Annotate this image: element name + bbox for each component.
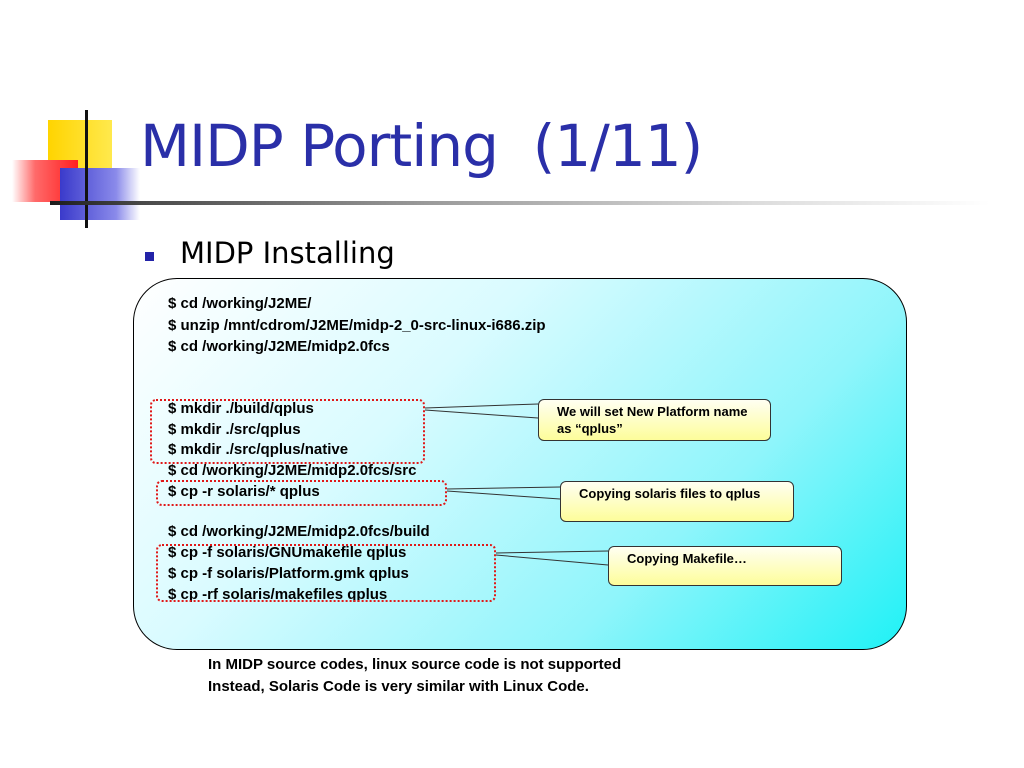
code-line: $ cd /working/J2ME/midp2.0fcs/build — [168, 523, 430, 540]
code-line: $ cd /working/J2ME/midp2.0fcs/src — [168, 462, 417, 479]
highlight-cp-makefiles — [156, 544, 496, 602]
code-line: $ unzip /mnt/cdrom/J2ME/midp-2_0-src-lin… — [168, 317, 546, 334]
callout-platform-name: We will set New Platform name as “qplus” — [538, 399, 771, 441]
code-box — [133, 278, 907, 650]
code-line: $ cd /working/J2ME/midp2.0fcs — [168, 338, 390, 355]
callout-copy-solaris: Copying solaris files to qplus — [560, 481, 794, 522]
callout-copy-makefile: Copying Makefile… — [608, 546, 842, 586]
title-underline — [50, 201, 990, 205]
highlight-cp-solaris — [156, 480, 447, 506]
bullet-square-icon — [145, 252, 154, 261]
code-line: $ cd /working/J2ME/ — [168, 295, 312, 312]
slide-title: MIDP Porting (1/11) — [140, 112, 703, 180]
logo-vertical-bar — [85, 110, 88, 228]
logo-blue-square — [60, 168, 140, 220]
code-line: $ cp -f solaris/GNUmakefile qplus — [168, 544, 407, 561]
bullet-text: MIDP Installing — [180, 236, 395, 270]
code-line: $ mkdir ./src/qplus — [168, 421, 301, 438]
note-line: Instead, Solaris Code is very similar wi… — [208, 678, 589, 695]
note-line: In MIDP source codes, linux source code … — [208, 656, 622, 673]
code-line: $ cp -f solaris/Platform.gmk qplus — [168, 565, 409, 582]
code-line: $ mkdir ./src/qplus/native — [168, 441, 349, 458]
code-line: $ cp -r solaris/* qplus — [168, 483, 320, 500]
slide-logo — [12, 110, 140, 228]
code-line: $ cp -rf solaris/makefiles qplus — [168, 586, 388, 603]
highlight-mkdir-group — [150, 399, 425, 464]
code-line: $ mkdir ./build/qplus — [168, 400, 314, 417]
